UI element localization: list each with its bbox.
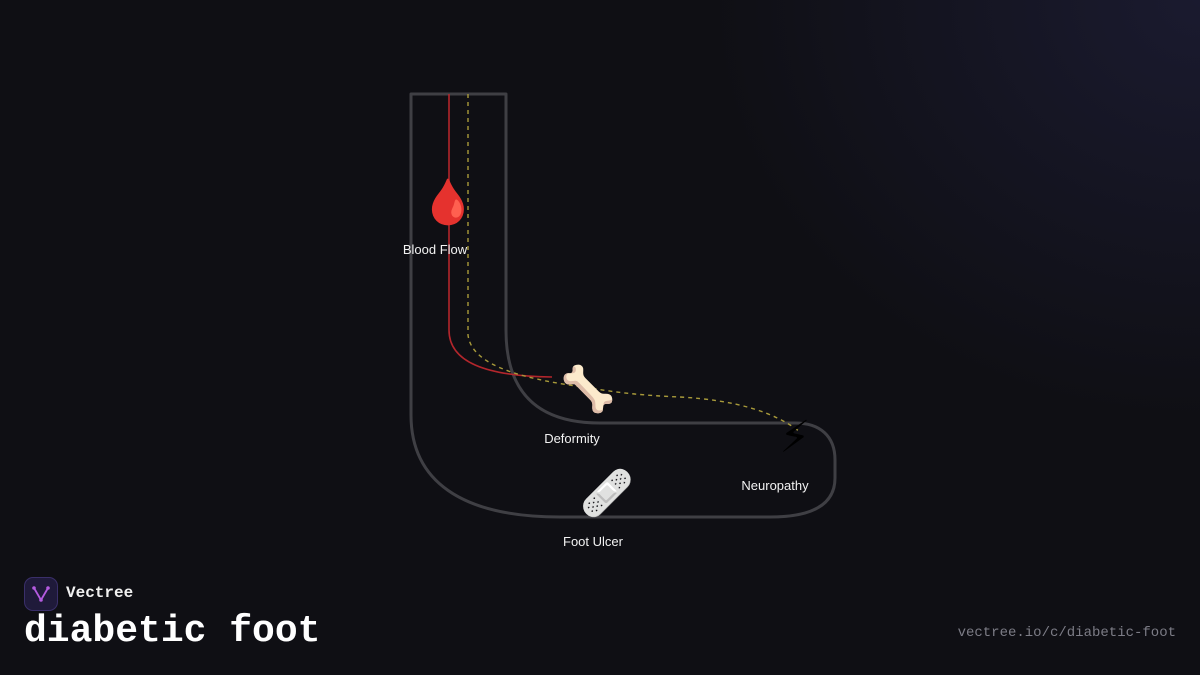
blood-flow-label: Blood Flow: [402, 242, 468, 257]
bone-icon: 🦴: [560, 364, 616, 415]
vectree-logo-icon: [24, 577, 58, 611]
brand-name: Vectree: [66, 584, 134, 602]
lightning-icon: ⚡: [779, 412, 811, 463]
foot-outline: [409, 92, 837, 519]
blood-drop-icon: 🩸: [420, 177, 476, 228]
deformity-label: Deformity: [544, 431, 600, 446]
neuropathy-label: Neuropathy: [741, 478, 809, 493]
bandage-icon: 🩹: [579, 468, 635, 519]
blood-vessel-line: [448, 94, 553, 378]
nerve-line: [467, 94, 801, 433]
source-url[interactable]: vectree.io/c/diabetic-foot: [957, 625, 1176, 641]
foot-ulcer-label: Foot Ulcer: [563, 534, 623, 549]
page-title: diabetic foot: [24, 610, 321, 653]
